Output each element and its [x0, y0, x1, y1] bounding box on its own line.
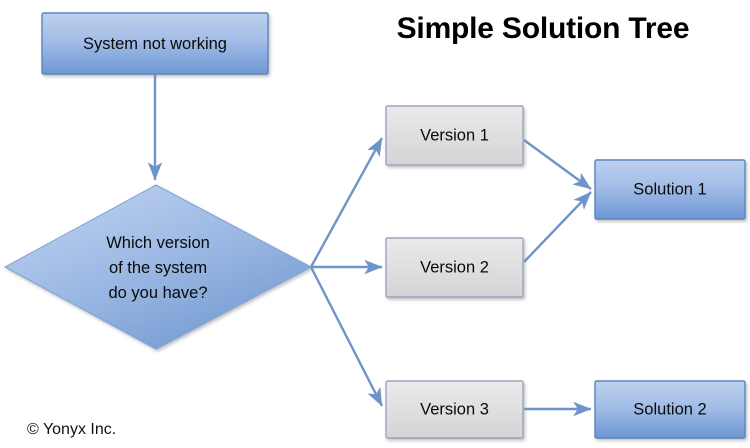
node-version1[interactable]: Version 1: [385, 105, 524, 166]
node-version1-label: Version 1: [420, 126, 489, 144]
node-start-label: System not working: [83, 35, 227, 53]
node-decision-label-line1: Which version: [106, 234, 210, 252]
node-solution2-shape: [594, 380, 746, 439]
node-version3[interactable]: Version 3: [385, 380, 524, 439]
node-version2-label: Version 2: [420, 258, 489, 276]
node-solution1[interactable]: Solution 1: [594, 159, 746, 220]
node-version3-label: Version 3: [420, 400, 489, 418]
node-version3-shape: [385, 380, 524, 439]
node-solution1-label: Solution 1: [633, 180, 706, 198]
node-version2-shape: [385, 237, 524, 298]
node-start-shape: [41, 12, 269, 75]
connector-decision-to-version1: [309, 137, 384, 268]
connector-layer: [147, 73, 592, 417]
node-decision[interactable]: Which version of the system do you have?: [3, 184, 313, 350]
node-decision-label-line3: do you have?: [108, 284, 207, 302]
connector-decision-to-version3: [309, 266, 384, 407]
node-version2[interactable]: Version 2: [385, 237, 524, 298]
node-decision-shape: [3, 184, 313, 350]
connector-version2-to-solution1: [523, 191, 592, 263]
node-solution1-shape: [594, 159, 746, 220]
node-decision-label-line2: of the system: [109, 259, 207, 277]
node-version1-shape: [385, 105, 524, 166]
node-solution2-label: Solution 2: [633, 400, 706, 418]
node-solution2[interactable]: Solution 2: [594, 380, 746, 439]
node-start[interactable]: System not working: [41, 12, 269, 75]
copyright-notice: © Yonyx Inc.: [27, 421, 116, 438]
page-title: Simple Solution Tree: [397, 12, 690, 45]
connector-version1-to-solution1: [523, 139, 592, 190]
